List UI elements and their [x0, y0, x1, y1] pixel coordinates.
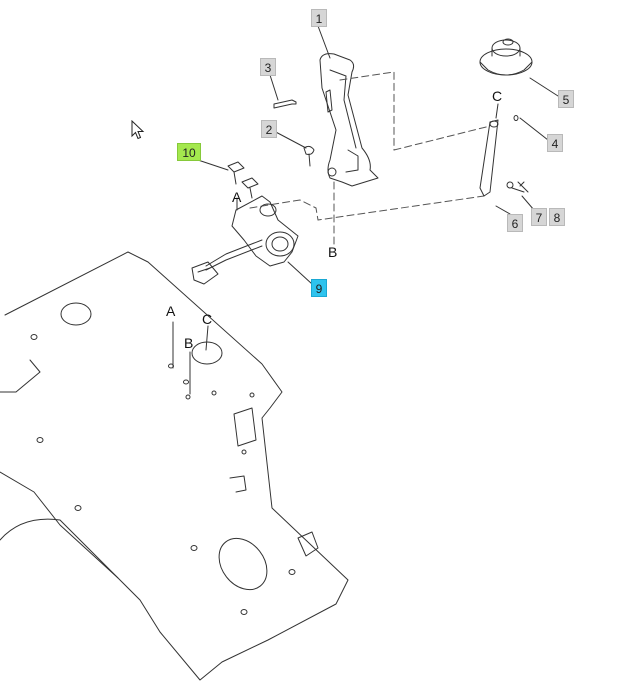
clip-4 [513, 115, 519, 121]
plate-tab [297, 531, 319, 557]
callout-5[interactable]: 5 [558, 90, 574, 108]
callout-6[interactable]: 6 [507, 214, 523, 232]
ref-letter-b-upper: B [328, 244, 338, 260]
callout-1[interactable]: 1 [311, 9, 327, 27]
floor-plate-inner-edge [0, 359, 41, 393]
plate-hook [229, 475, 247, 493]
bolt-10a [227, 161, 245, 185]
floor-plate-lower-edge [0, 518, 119, 579]
callout-10[interactable]: 10 [177, 143, 201, 161]
sensor-connector [191, 261, 219, 285]
callout-7[interactable]: 7 [531, 208, 547, 226]
bolt-10b [241, 177, 259, 199]
rod-6 [479, 119, 499, 197]
callout-3[interactable]: 3 [260, 58, 276, 76]
callout-4[interactable]: 4 [547, 134, 563, 152]
callout-8[interactable]: 8 [549, 208, 565, 226]
plate-hole-large [60, 302, 92, 326]
mouse-pointer-icon [131, 120, 145, 140]
screw-2 [303, 145, 315, 167]
washer-7 [506, 181, 514, 189]
ref-letter-c-upper: C [492, 88, 503, 104]
ref-letter-a-lower: A [166, 303, 176, 319]
bolt-3 [273, 99, 297, 109]
callout-2[interactable]: 2 [261, 120, 277, 138]
plate-slot-oval [218, 537, 268, 591]
callout-9[interactable]: 9 [311, 279, 327, 297]
pin-8 [517, 181, 529, 193]
ref-letter-a-upper: A [232, 189, 242, 205]
sensor-bracket [231, 195, 299, 267]
pedal-cap-5 [479, 48, 533, 76]
ref-letter-b-lower: B [184, 335, 194, 351]
plate-rect-cutout [233, 407, 257, 447]
ref-letter-c-lower: C [202, 311, 213, 327]
plate-hole-c [191, 341, 223, 365]
